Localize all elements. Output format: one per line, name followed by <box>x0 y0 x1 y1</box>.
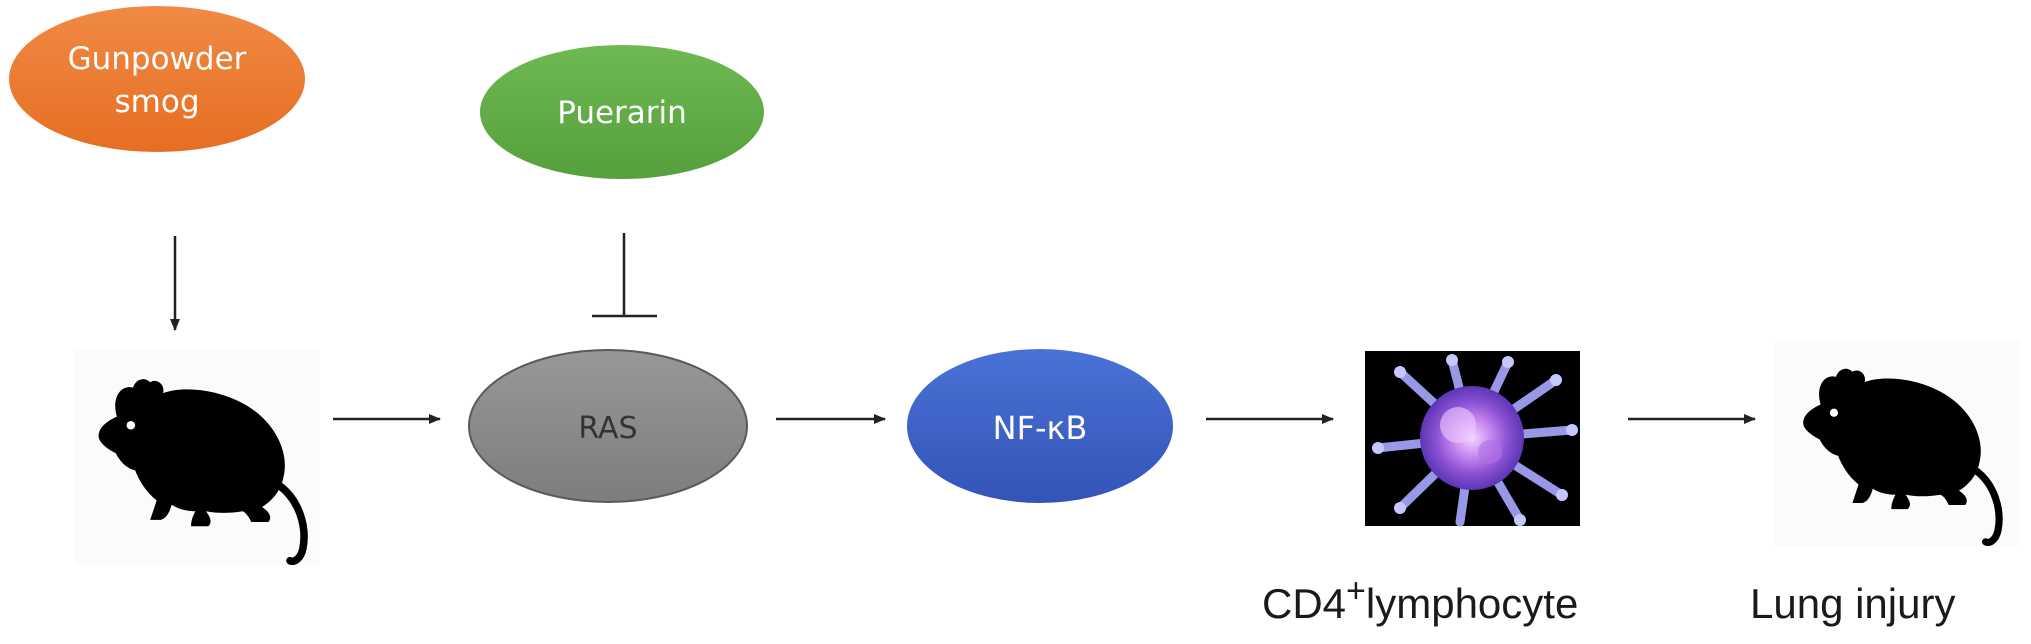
lymphocyte-cell-image <box>1365 351 1580 527</box>
puerarin-node: Puerarin <box>480 45 764 179</box>
lymphocyte-caption-main: CD4 <box>1262 580 1346 627</box>
ras-node: RAS <box>468 349 748 503</box>
ras-label: RAS <box>578 411 637 446</box>
lymphocyte-caption-rest: lymphocyte <box>1366 580 1578 627</box>
lymphocyte-caption: CD4+lymphocyte <box>1262 572 1578 627</box>
nfkb-node: NF-κB <box>907 349 1173 503</box>
gunpowder-smog-label-line2: smog <box>115 84 200 120</box>
puerarin-inhibition-bar <box>592 233 657 318</box>
nfkb-label: NF-κB <box>993 409 1088 447</box>
rat-start-icon <box>75 350 320 565</box>
rat-end-icon <box>1775 341 2020 546</box>
lung-injury-caption: Lung injury <box>1750 580 1955 627</box>
gunpowder-smog-node: Gunpowder smog <box>9 6 305 152</box>
puerarin-label: Puerarin <box>557 95 687 131</box>
lymphocyte-caption-superscript: + <box>1346 572 1366 610</box>
gunpowder-smog-label-line1: Gunpowder <box>68 41 247 77</box>
